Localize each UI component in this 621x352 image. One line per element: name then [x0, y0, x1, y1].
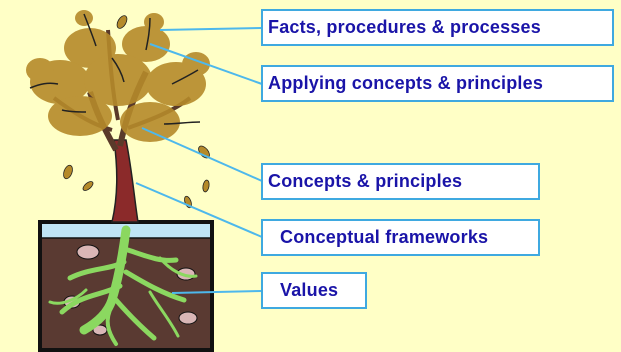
label-values-text: Values [280, 280, 339, 300]
roots-illustration [38, 220, 214, 352]
label-facts: Facts, procedures & processes [261, 9, 614, 46]
branch-twigs [29, 13, 201, 125]
foliage [26, 10, 210, 142]
falling-leaves [63, 15, 210, 209]
connectors [135, 27, 263, 294]
label-concepts-text: Concepts & principles [268, 171, 463, 191]
connector-facts [159, 27, 263, 31]
connector-frameworks [135, 182, 263, 238]
label-applying: Applying concepts & principles [261, 65, 614, 102]
roots [48, 225, 198, 346]
label-facts-text: Facts, procedures & processes [268, 17, 541, 37]
label-values: Values [261, 272, 367, 309]
connector-applying [149, 43, 263, 85]
stone [76, 244, 100, 260]
connector-values [171, 290, 263, 294]
connector-concepts [141, 127, 263, 182]
stone [178, 311, 198, 325]
label-frameworks: Conceptual frameworks [261, 219, 540, 256]
label-frameworks-text: Conceptual frameworks [280, 227, 489, 247]
label-concepts: Concepts & principles [261, 163, 540, 200]
label-applying-text: Applying concepts & principles [268, 73, 544, 93]
